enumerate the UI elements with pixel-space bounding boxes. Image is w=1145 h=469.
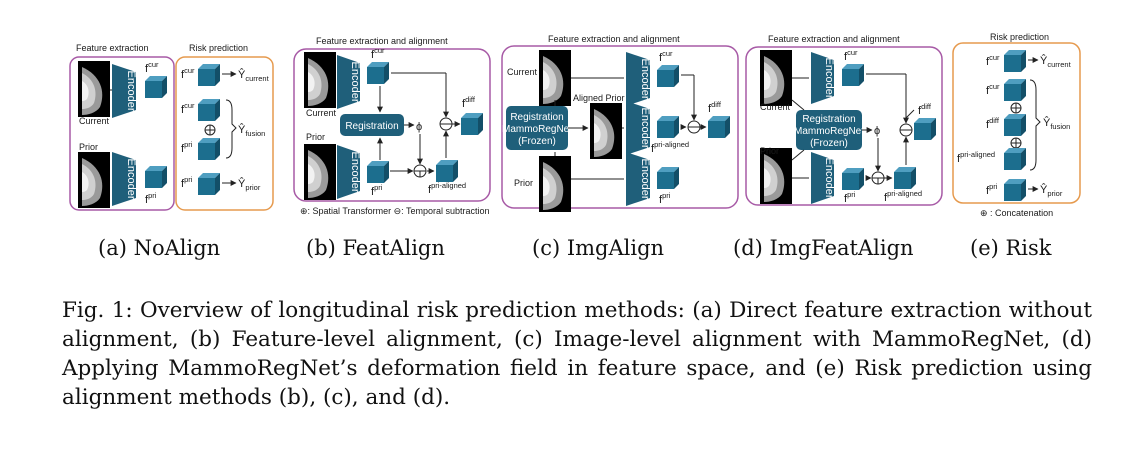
svg-text:Aligned Prior: Aligned Prior xyxy=(573,93,625,103)
prior-mammogram-d xyxy=(760,148,792,204)
svg-text:Prior: Prior xyxy=(760,146,779,156)
svg-text:fpri-aligned: fpri-aligned xyxy=(957,150,995,165)
svg-text:Encoder: Encoder xyxy=(823,58,835,99)
title-feature-extraction: Feature extraction xyxy=(76,43,149,53)
mammoregnet-block-d xyxy=(796,110,862,150)
svg-text:fpri-aligned: fpri-aligned xyxy=(884,189,922,204)
label-current: Current xyxy=(79,116,110,126)
svg-text:Current: Current xyxy=(507,67,538,77)
feature-box xyxy=(69,56,175,211)
svg-text:Ŷprior: Ŷprior xyxy=(1040,183,1063,198)
svg-text:MammoRegNet: MammoRegNet xyxy=(794,126,864,137)
svg-text:fdiff: fdiff xyxy=(986,116,1000,131)
prior-mammogram-b xyxy=(304,144,336,200)
prior-mammogram-c xyxy=(539,156,571,212)
subcaption-e: (e) Risk xyxy=(970,236,1052,260)
svg-text:fpri: fpri xyxy=(371,183,383,198)
svg-text:Prior: Prior xyxy=(514,178,533,188)
svg-text:(Frozen): (Frozen) xyxy=(518,136,556,147)
svg-text:Registration: Registration xyxy=(345,121,398,132)
svg-text:fdiff: fdiff xyxy=(918,102,932,117)
subfig-c: Feature extraction and alignment Current… xyxy=(501,34,739,212)
svg-text:fpri: fpri xyxy=(844,190,856,205)
svg-text:fcur: fcur xyxy=(986,53,1000,68)
aligned-prior-mammogram xyxy=(590,103,622,159)
svg-text:fcur: fcur xyxy=(181,101,195,116)
svg-text:Ŷfusion: Ŷfusion xyxy=(238,123,265,138)
svg-text:Encoder: Encoder xyxy=(639,108,651,149)
svg-text:fcur: fcur xyxy=(371,46,385,61)
svg-text:Encoder: Encoder xyxy=(125,71,137,112)
mammoregnet-block-c xyxy=(506,106,568,150)
svg-text:Ŷcurrent: Ŷcurrent xyxy=(238,68,270,83)
legend-b: ⊕: Spatial Transformer ⊖: Temporal subtr… xyxy=(300,206,490,216)
current-mammogram xyxy=(78,61,110,117)
svg-text:fcur: fcur xyxy=(145,60,159,75)
registration-block xyxy=(340,114,404,136)
svg-text:fpri-aligned: fpri-aligned xyxy=(428,181,466,196)
title-d: Feature extraction and alignment xyxy=(768,34,900,44)
svg-text:fdiff: fdiff xyxy=(708,100,722,115)
f-pri-cube xyxy=(145,166,167,188)
subcaption-c: (c) ImgAlign xyxy=(532,236,665,260)
svg-text:Prior: Prior xyxy=(306,132,325,142)
svg-text:ϕ: ϕ xyxy=(416,121,422,133)
svg-text:Ŷcurrent: Ŷcurrent xyxy=(1040,54,1072,69)
svg-text:Encoder: Encoder xyxy=(639,59,651,100)
svg-text:fdiff: fdiff xyxy=(462,95,476,110)
svg-text:Current: Current xyxy=(306,108,337,118)
title-e: Risk prediction xyxy=(990,32,1049,42)
svg-text:MammoRegNet: MammoRegNet xyxy=(502,124,572,135)
svg-text:fpri-aligned: fpri-aligned xyxy=(651,140,689,155)
title-c: Feature extraction and alignment xyxy=(548,34,680,44)
svg-text:Current: Current xyxy=(760,102,791,112)
figure-caption: Fig. 1: Overview of longitudinal risk pr… xyxy=(62,298,1092,410)
prior-mammogram xyxy=(78,152,110,208)
title-b: Feature extraction and alignment xyxy=(316,36,448,46)
svg-text:fcur: fcur xyxy=(844,48,858,63)
svg-text:(Frozen): (Frozen) xyxy=(810,138,848,149)
svg-text:Encoder: Encoder xyxy=(125,159,137,200)
svg-text:Ŷfusion: Ŷfusion xyxy=(1043,116,1070,131)
svg-text:fcur: fcur xyxy=(659,49,673,64)
svg-text:Encoder: Encoder xyxy=(349,62,361,103)
legend-e: ⊕ : Concatenation xyxy=(980,208,1053,218)
svg-text:fpri: fpri xyxy=(145,191,157,206)
svg-text:Encoder: Encoder xyxy=(349,152,361,193)
svg-text:fpri: fpri xyxy=(181,140,193,155)
current-mammogram-b xyxy=(304,52,336,108)
label-prior: Prior xyxy=(79,142,98,152)
svg-text:fpri: fpri xyxy=(181,175,193,190)
current-mammogram-d xyxy=(760,50,792,106)
subfig-d: Feature extraction and alignment Current… xyxy=(745,34,943,206)
subfig-e: Risk prediction fcur Ŷcurrent fcur fdiff… xyxy=(952,32,1081,218)
svg-text:fpri: fpri xyxy=(659,191,671,206)
subcaption-d: (d) ImgFeatAlign xyxy=(733,236,914,260)
overview-figure: Feature extraction Risk prediction Curre… xyxy=(69,32,1081,218)
svg-text:ϕ: ϕ xyxy=(874,125,880,137)
f-cur-cube xyxy=(145,76,167,98)
subfig-a: Feature extraction Risk prediction Curre… xyxy=(69,43,274,211)
subcaption-a: (a) NoAlign xyxy=(98,236,221,260)
svg-text:fpri: fpri xyxy=(986,182,998,197)
risk-box xyxy=(175,56,274,211)
svg-text:fcur: fcur xyxy=(181,66,195,81)
svg-text:fcur: fcur xyxy=(986,82,1000,97)
svg-text:Registration: Registration xyxy=(510,112,563,123)
encoder-prior xyxy=(112,152,136,206)
svg-text:Encoder: Encoder xyxy=(823,158,835,199)
encoder-current xyxy=(112,64,136,118)
subcaption-b: (b) FeatAlign xyxy=(306,236,445,260)
svg-text:Registration: Registration xyxy=(802,114,855,125)
subfig-b: Feature extraction and alignment Current… xyxy=(293,36,491,216)
svg-text:Ŷprior: Ŷprior xyxy=(238,177,261,192)
current-mammogram-c xyxy=(539,50,571,106)
svg-text:Encoder: Encoder xyxy=(639,159,651,200)
title-risk-prediction: Risk prediction xyxy=(189,43,248,53)
